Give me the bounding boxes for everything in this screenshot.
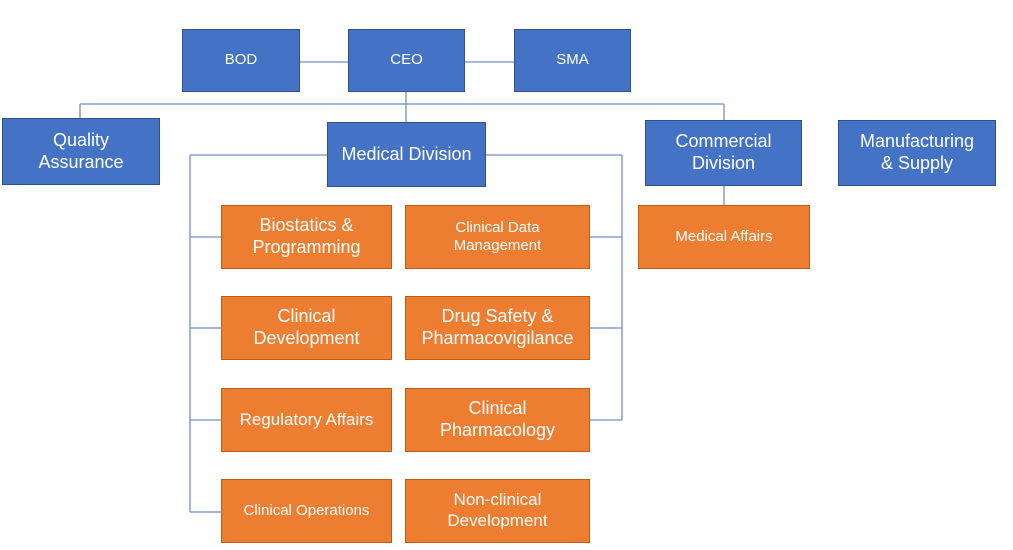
manufacturing-supply-label: Manufacturing & Supply — [859, 131, 975, 173]
manufacturing-supply-box: Manufacturing & Supply — [838, 120, 996, 186]
quality-assurance-box: Quality Assurance — [2, 118, 160, 185]
clinical-pharmacology-box: Clinical Pharmacology — [405, 388, 590, 452]
nonclinical-development-box: Non-clinical Development — [405, 479, 590, 543]
ceo-label: CEO — [390, 51, 423, 69]
ceo-box: CEO — [348, 29, 465, 92]
clinical-pharmacology-label: Clinical Pharmacology — [439, 398, 556, 440]
drug-safety-pharmacovigilance-box: Drug Safety & Pharmacovigilance — [405, 296, 590, 360]
medical-affairs-label: Medical Affairs — [675, 227, 773, 245]
commercial-division-label: Commercial Division — [675, 131, 772, 173]
bod-box: BOD — [182, 29, 300, 92]
clinical-operations-label: Clinical Operations — [243, 501, 370, 519]
medical-affairs-box: Medical Affairs — [638, 205, 810, 269]
regulatory-affairs-box: Regulatory Affairs — [221, 388, 392, 452]
biostatics-programming-label: Biostatics & Programming — [252, 215, 361, 257]
sma-label: SMA — [556, 51, 589, 69]
nonclinical-development-label: Non-clinical Development — [447, 490, 548, 530]
clinical-data-management-label: Clinical Data Management — [453, 218, 542, 254]
medical-division-label: Medical Division — [341, 143, 472, 164]
bod-label: BOD — [224, 51, 258, 69]
regulatory-affairs-label: Regulatory Affairs — [239, 409, 374, 429]
clinical-development-box: Clinical Development — [221, 296, 392, 360]
clinical-development-label: Clinical Development — [253, 306, 360, 348]
clinical-operations-box: Clinical Operations — [221, 479, 392, 543]
clinical-data-management-box: Clinical Data Management — [405, 205, 590, 269]
medical-division-box: Medical Division — [327, 122, 486, 187]
drug-safety-pharmacovigilance-label: Drug Safety & Pharmacovigilance — [421, 306, 574, 348]
sma-box: SMA — [514, 29, 631, 92]
biostatics-programming-box: Biostatics & Programming — [221, 205, 392, 269]
quality-assurance-label: Quality Assurance — [38, 129, 124, 172]
commercial-division-box: Commercial Division — [645, 120, 802, 186]
